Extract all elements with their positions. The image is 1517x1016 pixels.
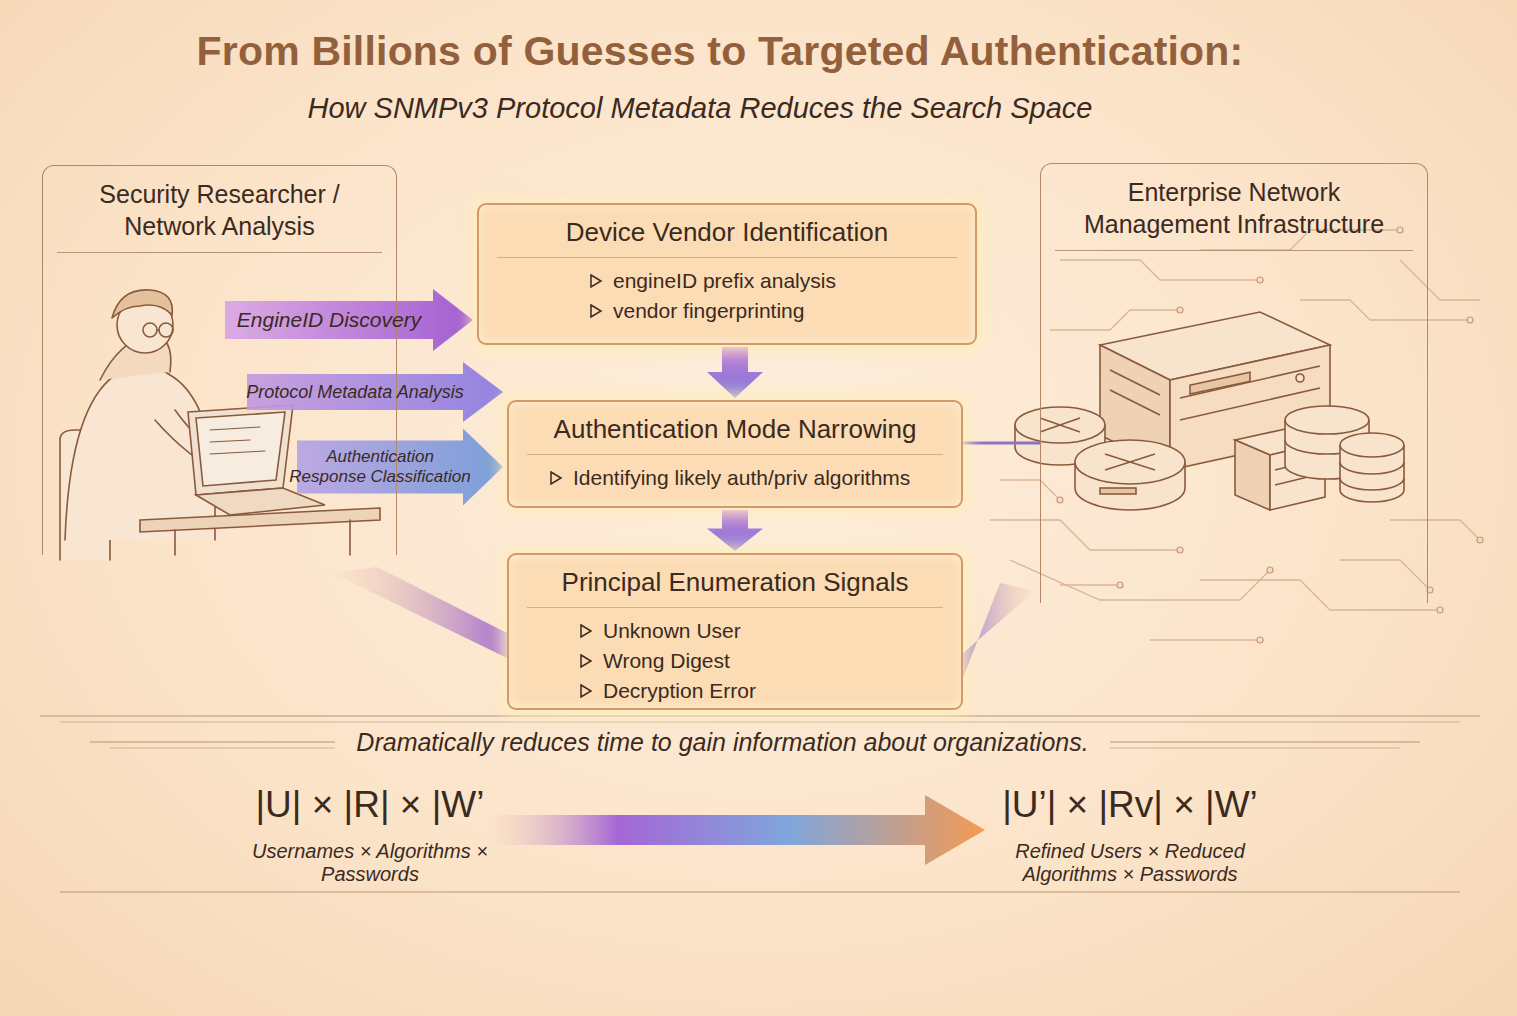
- formula: |U| × |R| × |W’: [220, 784, 520, 827]
- formula-legend: Refined Users × Reduced Algorithms × Pas…: [1000, 840, 1260, 886]
- bullet-row: Identifying likely auth/priv algorithms: [527, 463, 943, 493]
- connector-line: [963, 442, 1040, 445]
- bullet-text: Decryption Error: [603, 676, 756, 706]
- bullet-symbol: [589, 274, 603, 288]
- circuit-traces: [990, 230, 1480, 640]
- process-box: Authentication Mode NarrowingIdentifying…: [507, 400, 963, 508]
- bullet-symbol: [589, 304, 603, 318]
- bullet-row: engineID prefix analysis: [497, 266, 957, 296]
- node-heading: Principal Enumeration Signals: [527, 565, 943, 608]
- convergence-wedge: [332, 567, 507, 658]
- bullet-text: vendor fingerprinting: [613, 296, 804, 326]
- bullet-text: engineID prefix analysis: [613, 266, 836, 296]
- actor-panel: Security Researcher / Network Analysis: [42, 165, 397, 555]
- bullet-row: Wrong Digest: [527, 646, 943, 676]
- title: From Billions of Guesses to Targeted Aut…: [0, 28, 1440, 75]
- bullet-text: Unknown User: [603, 616, 741, 646]
- node-heading: Authentication Mode Narrowing: [527, 412, 943, 455]
- bullet-triangle: [591, 305, 601, 317]
- bullet-row: Unknown User: [527, 616, 943, 646]
- bullet-triangle: [591, 275, 601, 287]
- divider-lines: [40, 716, 1480, 892]
- bullet-row: Decryption Error: [527, 676, 943, 706]
- edge-label: EngineID Discovery: [229, 308, 429, 332]
- formula-legend: Usernames × Algorithms × Passwords: [245, 840, 495, 886]
- bullet-symbol: [579, 624, 593, 638]
- bullet-triangle: [581, 685, 591, 697]
- flow-arrow: [707, 347, 763, 398]
- summary-note: Dramatically reduces time to gain inform…: [335, 728, 1110, 757]
- convergence-wedge: [963, 583, 1035, 678]
- bullet-text: Identifying likely auth/priv algorithms: [573, 463, 910, 493]
- storage-illustration: [1235, 406, 1404, 510]
- bullet-triangle: [581, 625, 591, 637]
- bullet-symbol: [579, 654, 593, 668]
- edge-label: Protocol Metadata Analysis: [235, 382, 475, 403]
- bullet-symbol: [579, 684, 593, 698]
- node-heading: Device Vendor Identification: [497, 215, 957, 258]
- node-heading: Security Researcher / Network Analysis: [57, 174, 382, 253]
- actor-panel: Enterprise Network Management Infrastruc…: [1040, 163, 1428, 603]
- process-box: Principal Enumeration SignalsUnknown Use…: [507, 553, 963, 710]
- bullet-triangle: [551, 472, 561, 484]
- process-box: Device Vendor Identification engineID pre…: [477, 203, 977, 345]
- formula: |U’| × |Rv| × |W’: [975, 784, 1285, 827]
- edge-label: Authentication Response Classification: [288, 447, 473, 486]
- node-heading: Enterprise Network Management Infrastruc…: [1055, 172, 1413, 251]
- subtitle: How SNMPv3 Protocol Metadata Reduces the…: [250, 92, 1150, 125]
- flow-arrow: [707, 510, 763, 551]
- reduction-arrow: [495, 795, 985, 865]
- bullet-row: vendor fingerprinting: [497, 296, 957, 326]
- bullet-text: Wrong Digest: [603, 646, 730, 676]
- bullet-symbol: [549, 471, 563, 485]
- flow-arrow: [225, 289, 473, 351]
- bullet-triangle: [581, 655, 591, 667]
